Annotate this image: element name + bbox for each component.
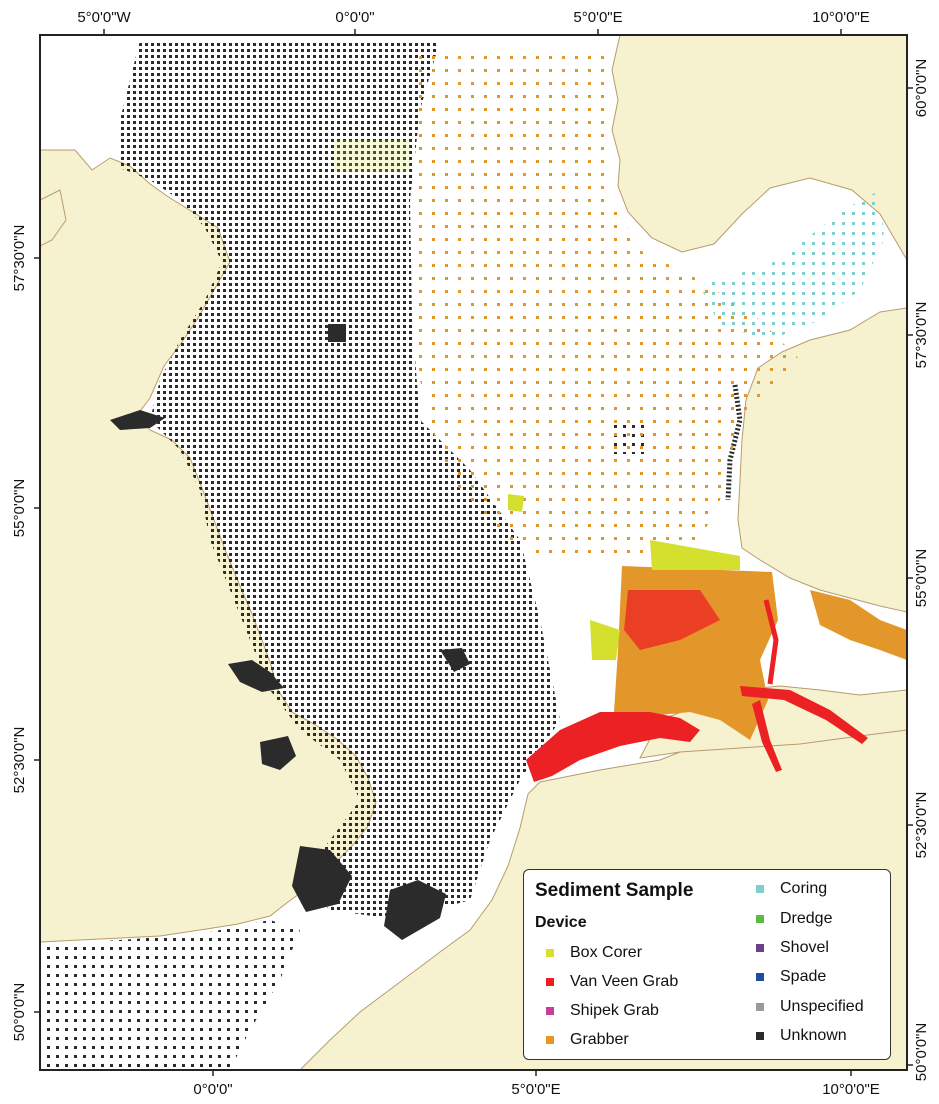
legend-label: Shovel <box>780 939 829 956</box>
legend-swatch <box>756 1032 764 1040</box>
legend-item-shipek-grab: Shipek Grab <box>546 1000 659 1022</box>
right-tick-label: 55°0'0"N <box>913 549 930 607</box>
unknown-samples-channel <box>40 920 300 1070</box>
legend-label: Unspecified <box>780 998 864 1015</box>
boxcorer-cluster-north <box>334 140 410 172</box>
right-tick-label: 50°0'0"N <box>913 1023 930 1081</box>
vanveen-dutch-coast <box>526 712 700 782</box>
legend-label: Dredge <box>780 910 833 927</box>
legend-label: Spade <box>780 968 827 985</box>
boxcorer-area-center <box>508 494 524 512</box>
left-tick-label: 52°30'0"N <box>11 727 28 794</box>
grabber-elbe <box>810 590 907 660</box>
grabber-samples-north-sea <box>410 50 800 560</box>
bottom-tick-label: 10°0'0"E <box>822 1081 880 1098</box>
vanveen-weser <box>752 700 782 772</box>
legend-swatch <box>756 885 764 893</box>
vanveen-ems <box>740 686 868 744</box>
land-wales-edge <box>40 189 67 247</box>
legend-swatch <box>546 949 554 957</box>
top-tick-label: 0°0'0" <box>335 9 374 26</box>
legend-item-dredge: Dredge <box>756 908 832 930</box>
left-tick-label: 57°30'0"N <box>11 225 28 292</box>
legend-item-spade: Spade <box>756 966 826 988</box>
legend-swatch <box>756 915 764 923</box>
legend-item-van-veen-grab: Van Veen Grab <box>546 971 678 993</box>
unknown-dense-south <box>292 846 352 912</box>
unknown-dense-east <box>440 648 470 672</box>
right-tick-label: 57°30'0"N <box>913 302 930 369</box>
legend-swatch <box>756 944 764 952</box>
unknown-dense-thames <box>260 736 296 770</box>
legend-item-shovel: Shovel <box>756 937 829 959</box>
legend-label: Grabber <box>570 1031 629 1048</box>
unknown-samples-uk-sector <box>120 40 560 920</box>
unknown-dense-humber <box>110 410 165 430</box>
tick-marks <box>34 29 913 1076</box>
map-frame <box>39 34 908 1071</box>
legend-label: Coring <box>780 880 828 897</box>
unknown-dense-dover <box>384 880 446 940</box>
unknown-dense-wash <box>228 660 284 692</box>
legend-label: Shipek Grab <box>570 1002 659 1019</box>
legend-item-coring: Coring <box>756 878 827 900</box>
bottom-tick-label: 0°0'0" <box>193 1081 232 1098</box>
legend-item-box-corer: Box Corer <box>546 942 642 964</box>
legend-title: Sediment Sample <box>535 880 694 901</box>
legend-swatch <box>756 1003 764 1011</box>
legend-label: Unknown <box>780 1027 847 1044</box>
legend-swatch <box>546 978 554 986</box>
legend-subtitle: Device <box>535 914 587 931</box>
unknown-dense-block <box>328 324 346 342</box>
land-denmark <box>737 307 907 613</box>
land-norway <box>611 35 907 261</box>
legend-swatch <box>546 1036 554 1044</box>
top-tick-label: 10°0'0"E <box>812 9 870 26</box>
legend-swatch <box>756 973 764 981</box>
coring-skagerrak <box>700 190 884 340</box>
legend-item-unknown: Unknown <box>756 1025 847 1047</box>
vanveen-elbe-line <box>763 599 779 685</box>
bottom-tick-label: 5°0'0"E <box>511 1081 560 1098</box>
right-tick-label: 60°0'0"N <box>913 59 930 117</box>
boxcorer-area-coast <box>590 620 620 660</box>
left-tick-label: 55°0'0"N <box>11 479 28 537</box>
legend-label: Box Corer <box>570 944 643 961</box>
legend-swatch <box>546 1007 554 1015</box>
legend-label: Van Veen Grab <box>570 973 679 990</box>
legend-item-unspecified: Unspecified <box>756 996 864 1018</box>
legend-item-grabber: Grabber <box>546 1029 629 1051</box>
boxcorer-area-east <box>650 540 740 570</box>
top-tick-label: 5°0'0"E <box>573 9 622 26</box>
top-tick-label: 5°0'0"W <box>77 9 131 26</box>
right-tick-label: 52°30'0"N <box>913 792 930 859</box>
vanveen-bight <box>624 590 720 650</box>
legend-box: Sediment Sample Device Box Corer Van Vee… <box>523 869 891 1060</box>
left-tick-label: 50°0'0"N <box>11 983 28 1041</box>
